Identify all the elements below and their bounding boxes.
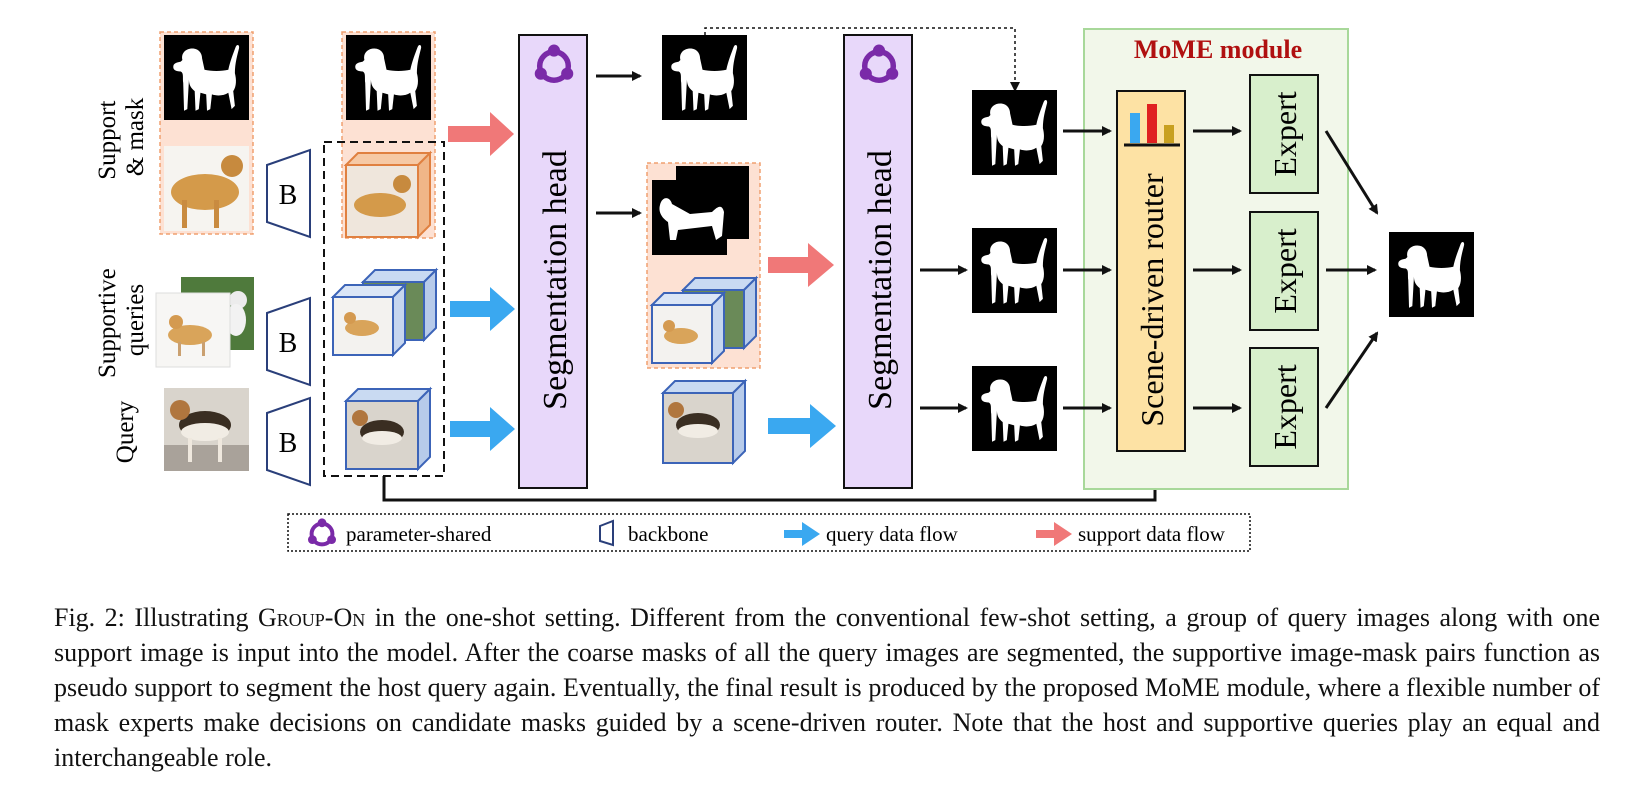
svg-text:B: B <box>279 180 298 211</box>
segmentation-head-2: Segmentation head <box>843 34 913 489</box>
candidate-mask-1 <box>972 90 1057 175</box>
figure-caption: Fig. 2: Illustrating Group-On in the one… <box>54 600 1600 775</box>
label-query: Query <box>112 400 139 463</box>
pseudo-support-group <box>646 162 761 369</box>
supportive-query-images <box>155 277 254 368</box>
caption-method-name: Group-On <box>258 603 366 632</box>
svg-text:Expert: Expert <box>1267 364 1303 449</box>
caption-body: in the one-shot setting. Different from … <box>54 603 1600 772</box>
backbone-supportive: B <box>266 296 311 387</box>
support-feature-group <box>341 31 436 240</box>
label-supportive-queries: Supportive queries <box>94 262 149 378</box>
svg-text:Expert: Expert <box>1267 228 1303 313</box>
expert-3: Expert <box>1249 347 1319 467</box>
backbone-query: B <box>266 396 311 487</box>
legend-backbone: backbone <box>628 522 708 546</box>
svg-text:MoME module: MoME module <box>1134 35 1302 64</box>
expert-2: Expert <box>1249 211 1319 331</box>
support-image-mask-pair <box>159 31 254 235</box>
host-mask-skip-connection <box>704 27 1020 92</box>
svg-text:B: B <box>279 328 298 359</box>
query-image <box>164 388 249 471</box>
svg-text:Segmentation head: Segmentation head <box>537 150 574 410</box>
query-feature-cube <box>343 386 433 472</box>
legend: parameter-shared backbone query data flo… <box>287 513 1251 552</box>
caption-prefix: Fig. 2: Illustrating <box>54 603 258 632</box>
scene-driven-router: Scene-driven router <box>1116 90 1186 452</box>
final-mask <box>1389 232 1474 317</box>
legend-query-flow-icon <box>784 522 820 546</box>
pipeline-diagram: Support & mask Supportive queries Query <box>94 27 1474 552</box>
query-flow-arrow-2 <box>450 407 515 451</box>
supportive-feature-cubes <box>330 267 439 358</box>
legend-support-flow-icon <box>1036 522 1072 546</box>
query-feature-cube-2 <box>660 378 748 466</box>
legend-query-flow: query data flow <box>826 522 959 546</box>
candidate-mask-3 <box>972 366 1057 451</box>
support-flow-arrow-1 <box>448 112 514 156</box>
backbone-support: B <box>266 148 311 239</box>
label-support-mask: Support & mask <box>94 94 149 179</box>
router-bar-icon <box>1130 113 1140 143</box>
legend-support-flow: support data flow <box>1078 522 1226 546</box>
query-flow-arrow-1 <box>450 287 515 331</box>
expert-1: Expert <box>1249 74 1319 194</box>
svg-text:Expert: Expert <box>1267 91 1303 176</box>
support-flow-arrow-2 <box>768 243 834 287</box>
coarse-mask-host <box>662 35 747 120</box>
query-flow-arrow-3 <box>768 404 836 448</box>
bypass-to-router <box>382 460 1160 502</box>
legend-backbone-icon <box>599 519 614 547</box>
svg-text:Segmentation head: Segmentation head <box>862 150 899 410</box>
candidate-mask-2 <box>972 228 1057 313</box>
svg-text:Scene-driven router: Scene-driven router <box>1134 173 1170 427</box>
segmentation-head-1: Segmentation head <box>518 34 588 489</box>
legend-parameter-shared: parameter-shared <box>346 522 492 546</box>
svg-text:B: B <box>279 428 298 459</box>
